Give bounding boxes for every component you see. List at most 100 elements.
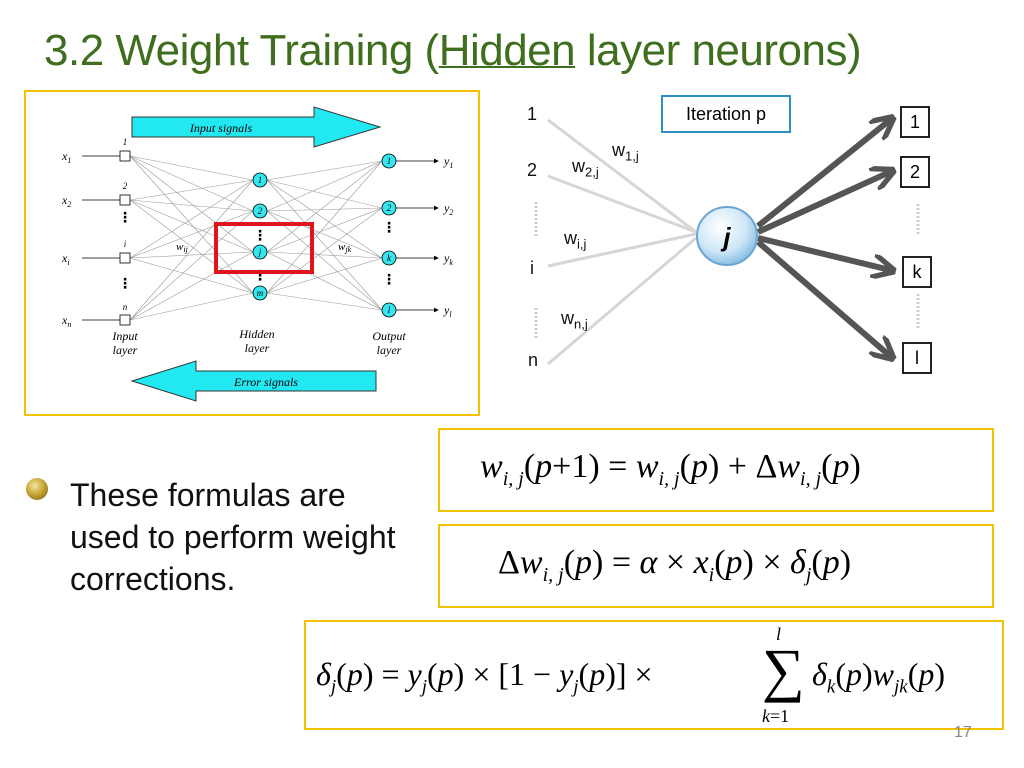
bullet-icon [26, 478, 48, 500]
input-node [119, 150, 131, 162]
input-x2: x2 [61, 193, 71, 209]
connection-line [266, 160, 383, 212]
connection-line [266, 210, 383, 259]
connection-line [129, 179, 254, 321]
input-label-n: n [528, 350, 539, 370]
output-y1: y1 [443, 154, 453, 170]
connection-line [129, 251, 254, 321]
connection-line [129, 257, 254, 294]
input-node [119, 252, 131, 264]
output-box-k: k [902, 256, 932, 288]
slide-title: 3.2 Weight Training (Hidden layer neuron… [44, 26, 862, 75]
input-label-2: 2 [527, 160, 538, 180]
formula-weight-update: wi, j(p+1) = wi, j(p) + Δwi, j(p) [438, 428, 994, 512]
neuron-j [696, 206, 758, 266]
connection-line [266, 179, 383, 259]
bullet-text: These formulas are used to perform weigh… [70, 477, 396, 597]
connection-line [129, 155, 254, 181]
connection-line [266, 207, 383, 212]
iteration-label: Iteration p [661, 95, 791, 133]
connection-line [266, 207, 383, 253]
connection-line [129, 199, 254, 253]
input-connections [547, 118, 697, 366]
output-yk: yk [443, 251, 453, 267]
output-layer-label: Output [372, 329, 406, 343]
input-node-label: 1 [123, 137, 128, 147]
svg-text:l: l [388, 305, 391, 315]
output-box-l: l [902, 342, 932, 374]
weight-wij: wi,j [564, 228, 587, 252]
input-label-1: 1 [527, 104, 538, 124]
svg-text:j: j [258, 247, 262, 257]
input-layer-label: layer [113, 343, 138, 357]
connection-line [129, 199, 254, 212]
input-signals-label: Input signals [189, 121, 253, 135]
weight-w2j: w2,j [572, 156, 599, 180]
connection-line [129, 179, 254, 259]
svg-text:⋮: ⋮ [253, 267, 267, 283]
output-y2: y2 [443, 201, 453, 217]
input-signals-arrow [131, 106, 382, 148]
connection-line [129, 210, 254, 321]
svg-text:⋮: ⋮ [253, 227, 267, 243]
hidden-neuron-highlight [214, 222, 314, 274]
hidden-node [252, 172, 268, 188]
hidden-node-j [252, 244, 268, 260]
hidden-node [252, 203, 268, 219]
weight-w1j: w1,j [612, 140, 639, 164]
connection-line [129, 179, 254, 201]
connection-line [129, 155, 254, 212]
svg-text:1: 1 [258, 175, 263, 185]
network-figure-panel: Input signals Error signals x1 x2 xi xn … [24, 90, 480, 416]
connection-line [266, 292, 383, 311]
formula-weight-correction: Δwi, j(p) = α × xi(p) × δj(p) [438, 524, 994, 608]
error-signals-label: Error signals [233, 375, 298, 389]
error-signals-arrow [130, 360, 377, 402]
svg-text:⋮: ⋮ [382, 219, 396, 235]
connection-line [129, 292, 254, 321]
connection-line [266, 257, 383, 294]
svg-text:1: 1 [387, 156, 392, 166]
input-node-label: 2 [123, 181, 128, 191]
weight-wnj: wn,j [561, 308, 588, 332]
input-xi: xi [61, 251, 70, 267]
page-number: 17 [954, 724, 972, 741]
input-node-label: i [124, 239, 127, 249]
svg-text:2: 2 [387, 203, 392, 213]
connection-lines [129, 155, 383, 321]
neuron-j-label: j [720, 222, 731, 252]
input-node-label: n [123, 302, 128, 312]
input-x1: x1 [61, 149, 71, 165]
input-label-i: i [530, 258, 534, 278]
connection-line [129, 155, 254, 253]
input-xn: xn [61, 313, 71, 329]
svg-text:k: k [387, 253, 392, 263]
output-connections [756, 120, 890, 356]
svg-text:⋮: ⋮ [118, 275, 132, 291]
svg-text:2: 2 [258, 206, 263, 216]
input-node [119, 194, 131, 206]
output-yl: yl [443, 303, 452, 319]
connection-line [129, 210, 254, 259]
connection-line [129, 199, 254, 294]
connection-line [266, 160, 383, 181]
hidden-node [252, 285, 268, 301]
connection-line [266, 207, 383, 294]
svg-text:m: m [257, 288, 264, 298]
title-underlined-word: Hidden [438, 26, 576, 75]
hidden-layer-label: layer [245, 341, 270, 355]
connection-line [129, 251, 254, 259]
connection-line [266, 251, 383, 259]
weight-wij-label: wij [176, 241, 189, 254]
weight-wjk-label: wjk [338, 241, 352, 254]
input-node [119, 314, 131, 326]
formula-error-gradient: δj(p) = yj(p) × [1 − yj(p)] × ∑ l k=1 δk… [304, 620, 1004, 730]
connection-line [266, 179, 383, 311]
connection-line [266, 210, 383, 311]
hidden-layer-label: Hidden [238, 327, 274, 341]
neuron-diagram: j [534, 90, 920, 366]
svg-text:⋮: ⋮ [382, 271, 396, 287]
output-box-1: 1 [900, 106, 930, 138]
svg-text:⋮: ⋮ [118, 209, 132, 225]
input-layer-label: Input [111, 329, 138, 343]
